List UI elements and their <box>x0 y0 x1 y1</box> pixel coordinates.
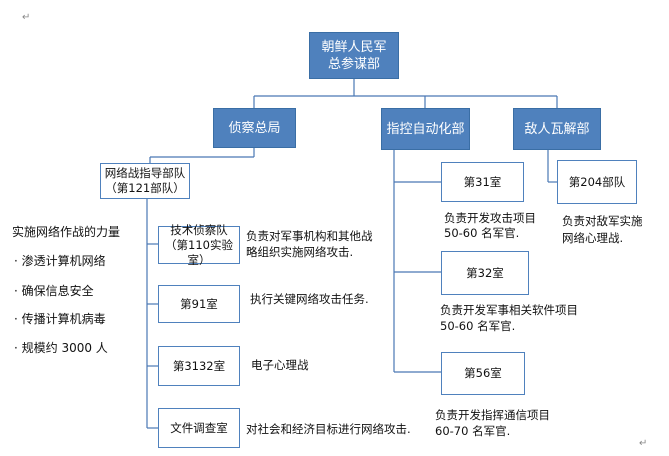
unit-document-survey[interactable]: 文件调查室 <box>158 408 240 448</box>
branch-enemy-label: 敌人瓦解部 <box>524 121 590 137</box>
unit-room-32[interactable]: 第32室 <box>441 251 529 295</box>
unit-room-56[interactable]: 第56室 <box>441 352 525 395</box>
unit-tech-recon-line2: （第110实验室） <box>165 237 233 267</box>
branch-recon[interactable]: 侦察总局 <box>213 108 296 148</box>
unit-tech-recon-line1: 技术侦察队 <box>170 222 228 237</box>
unit-121-node[interactable]: 网络战指导部队 （第121部队） <box>100 163 190 199</box>
unit-room-56-desc2: 60-70 名军官. <box>435 424 511 438</box>
notes-heading: 实施网络作战的力量 <box>12 225 121 239</box>
paragraph-mark: ↵ <box>22 12 31 23</box>
unit-204-desc2: 网络心理战. <box>562 231 624 245</box>
unit-121-line1: 网络战指导部队 <box>104 166 186 180</box>
unit-room-31-desc2: 50-60 名军官. <box>444 226 520 240</box>
notes-item: · 渗透计算机网络 <box>14 254 106 268</box>
unit-tech-recon-desc2: 略组织实施网络攻击. <box>246 245 354 259</box>
unit-room-91-label: 第91室 <box>180 296 218 311</box>
unit-room-91-desc: 执行关键网络攻击任务. <box>250 292 369 306</box>
branch-automation-label: 指控自动化部 <box>386 121 465 137</box>
unit-204-desc1: 负责对敌军实施 <box>562 214 643 228</box>
branch-automation[interactable]: 指控自动化部 <box>381 108 470 150</box>
branch-enemy[interactable]: 敌人瓦解部 <box>513 108 601 150</box>
unit-204[interactable]: 第204部队 <box>557 160 637 204</box>
unit-204-label: 第204部队 <box>568 174 626 189</box>
notes-item: · 传播计算机病毒 <box>14 312 106 326</box>
branch-recon-label: 侦察总局 <box>228 120 281 136</box>
unit-room-56-label: 第56室 <box>464 366 502 380</box>
unit-document-survey-desc: 对社会和经济目标进行网络攻击. <box>246 422 411 436</box>
unit-room-31[interactable]: 第31室 <box>441 162 524 202</box>
unit-document-survey-label: 文件调查室 <box>170 420 228 435</box>
unit-room-32-desc1: 负责开发军事相关软件项目 <box>440 303 578 317</box>
unit-room-31-desc1: 负责开发攻击项目 <box>444 211 536 225</box>
unit-tech-recon-desc1: 负责对军事机构和其他战 <box>246 229 373 243</box>
notes-item: · 规模约 3000 人 <box>14 341 108 355</box>
unit-room-3132[interactable]: 第3132室 <box>158 346 240 386</box>
unit-room-32-label: 第32室 <box>466 265 504 280</box>
unit-room-31-label: 第31室 <box>463 174 502 189</box>
root-line2: 总参谋部 <box>327 56 380 72</box>
unit-room-3132-desc: 电子心理战 <box>251 358 309 372</box>
notes-item: · 确保信息安全 <box>14 284 94 298</box>
unit-room-91[interactable]: 第91室 <box>158 285 240 323</box>
paragraph-mark: ↵ <box>639 438 648 449</box>
root-line1: 朝鲜人民军 <box>321 39 387 55</box>
unit-room-56-desc1: 负责开发指挥通信项目 <box>435 408 550 422</box>
unit-room-3132-label: 第3132室 <box>172 358 226 373</box>
root-node[interactable]: 朝鲜人民军 总参谋部 <box>309 32 399 79</box>
unit-121-line2: （第121部队） <box>105 181 185 195</box>
unit-tech-recon[interactable]: 技术侦察队 （第110实验室） <box>158 222 240 267</box>
unit-room-32-desc2: 50-60 名军官. <box>440 319 516 333</box>
